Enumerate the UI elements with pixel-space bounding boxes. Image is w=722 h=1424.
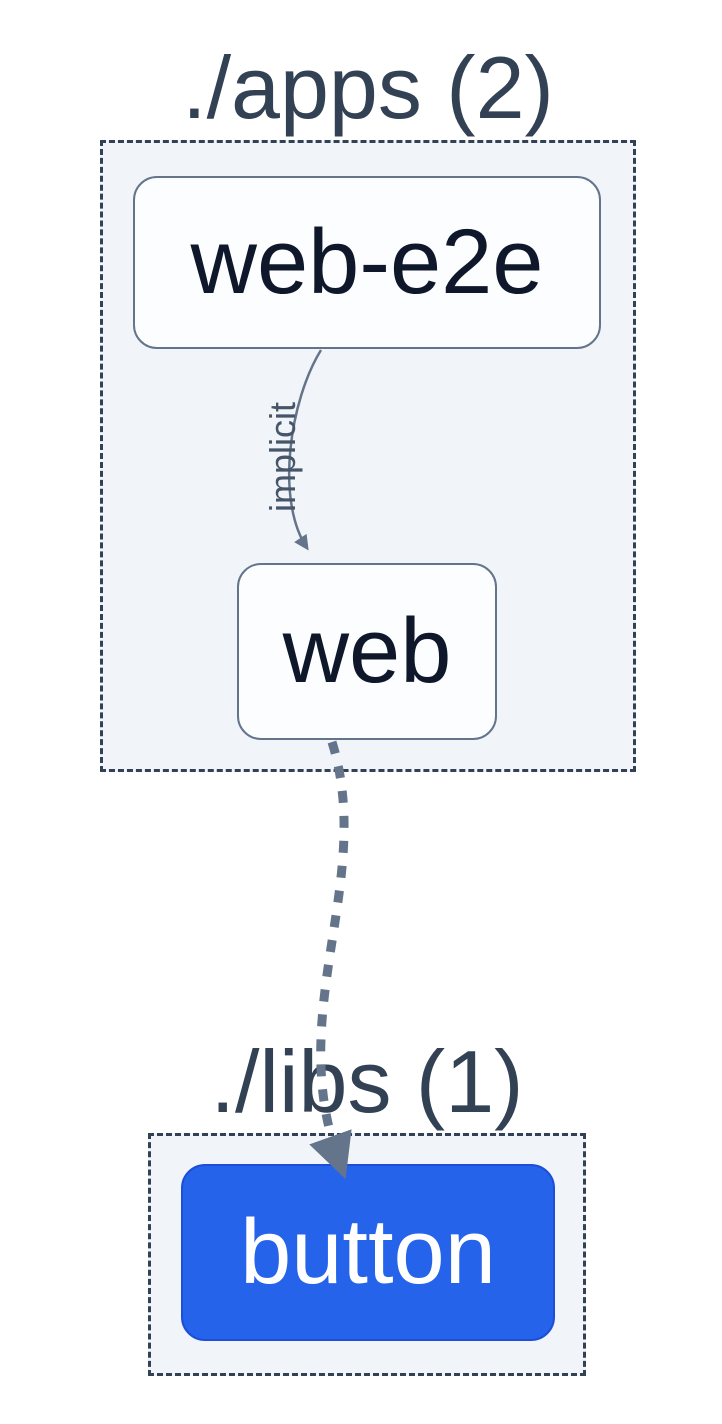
edge-web-e2e-to-web[interactable]	[287, 349, 323, 551]
edge-label-implicit: implicit	[262, 401, 303, 513]
node-button-label: button	[240, 1201, 496, 1303]
node-web-e2e-label: web-e2e	[190, 211, 544, 313]
node-web-e2e[interactable]: web-e2e	[133, 176, 601, 349]
node-web[interactable]: web	[237, 563, 497, 740]
node-web-label: web	[282, 600, 452, 702]
cluster-apps-title: ./apps (2)	[182, 38, 554, 137]
cluster-libs-title: ./libs (1)	[210, 1032, 524, 1131]
edge-web-to-button[interactable]	[309, 740, 352, 1180]
node-button[interactable]: button	[181, 1164, 555, 1341]
